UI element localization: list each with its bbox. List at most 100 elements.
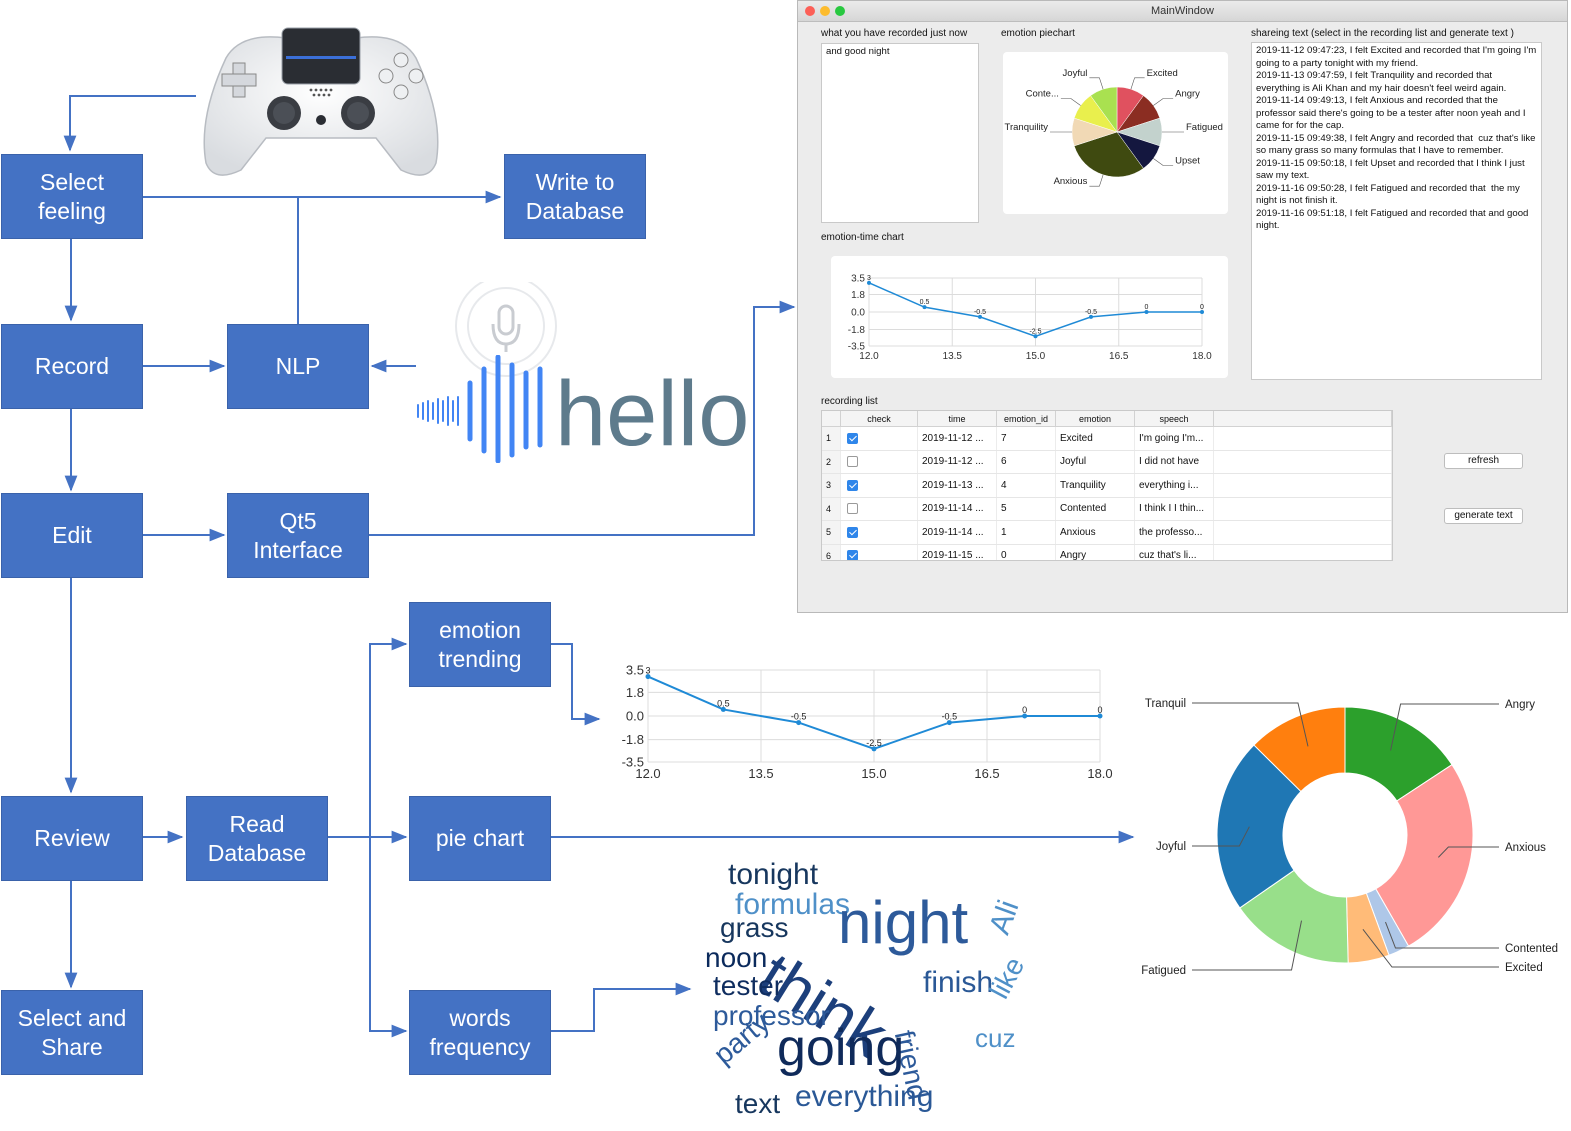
checked-checkbox-icon[interactable] (847, 432, 858, 444)
word-everything: everything (795, 1080, 934, 1113)
arrow-to-trending (369, 637, 408, 837)
row-emotion: Contented (1055, 497, 1135, 521)
row-number: 4 (822, 497, 841, 521)
read-database-box: Read Database (186, 796, 328, 881)
pie-label: Angry (1175, 88, 1200, 99)
pie-label: Tranquility (1005, 122, 1049, 133)
row-checkbox[interactable] (840, 497, 918, 521)
x-tick-label: 15.0 (1026, 351, 1046, 362)
row-emotion-id: 7 (996, 426, 1056, 451)
y-tick-label: -3.5 (848, 342, 866, 353)
row-number: 5 (822, 520, 841, 545)
arrow-controller-to-select (63, 95, 196, 152)
row-emotion-id: 6 (996, 450, 1056, 474)
donut-leader-line (1192, 826, 1250, 847)
col-header-emotion-id[interactable]: emotion_id (996, 411, 1056, 427)
window-titlebar: MainWindow (798, 1, 1567, 22)
x-tick-label: 12.0 (859, 351, 879, 362)
col-header-emotion[interactable]: emotion (1055, 411, 1135, 427)
pie-label: Fatigued (1186, 122, 1223, 133)
pie-label: Conte... (1026, 88, 1059, 99)
read-database-label: Read Database (207, 810, 307, 866)
data-label: -2.5 (1029, 328, 1041, 335)
close-icon[interactable] (805, 6, 815, 16)
row-checkbox[interactable] (840, 450, 918, 474)
row-checkbox[interactable] (840, 520, 918, 545)
record-label: Record (34, 353, 110, 380)
select-share-box: Select and Share (1, 990, 143, 1075)
x-tick-label: 18.0 (1087, 766, 1112, 781)
edit-box: Edit (1, 493, 143, 578)
word-tonight: tonight (728, 858, 819, 891)
y-tick-label: 1.8 (626, 685, 644, 700)
row-time: 2019-11-13 ... (917, 473, 997, 498)
row-number: 1 (822, 426, 841, 451)
word-ali: Ali (983, 895, 1026, 939)
data-label: 3 (645, 666, 650, 676)
word-cuz: cuz (975, 1023, 1016, 1053)
data-point (922, 305, 927, 310)
row-checkbox[interactable] (840, 473, 918, 498)
row-speech: everything i... (1134, 473, 1214, 498)
qt-main-window: MainWindow what you have recorded just n… (797, 0, 1568, 613)
y-tick-label: 0.0 (851, 308, 865, 319)
pie-slice (1073, 131, 1144, 178)
donut-label: Tranquil (1145, 698, 1186, 710)
row-emotion: Tranquility (1055, 473, 1135, 498)
checked-checkbox-icon[interactable] (847, 550, 858, 560)
select-share-label: Select and Share (17, 1004, 127, 1060)
x-tick-label: 16.5 (1109, 351, 1129, 362)
data-label: 0 (1145, 304, 1149, 311)
word-night: night (838, 889, 969, 956)
word-tester: tester (713, 970, 784, 1001)
donut-leader-line (1192, 702, 1309, 747)
donut-leader-line (1390, 703, 1499, 751)
donut-leader-line (1192, 920, 1303, 971)
recorded-textbox[interactable]: and good night (821, 43, 979, 223)
unchecked-checkbox-icon[interactable] (847, 456, 858, 468)
recording-table[interactable]: check time emotion_id emotion speech 1 20… (821, 410, 1393, 561)
y-tick-label: 1.8 (851, 290, 865, 301)
data-point (720, 706, 726, 712)
window-title: MainWindow (1151, 5, 1214, 17)
write-database-box: Write to Database (504, 154, 646, 239)
minimize-icon[interactable] (820, 6, 830, 16)
generate-text-button[interactable]: generate text (1444, 508, 1523, 524)
row-emotion-id: 0 (996, 544, 1056, 560)
write-database-label: Write to Database (525, 168, 625, 224)
checked-checkbox-icon[interactable] (847, 526, 858, 538)
data-label: 0.5 (920, 299, 930, 306)
row-checkbox[interactable] (840, 426, 918, 451)
arrow-trending-to-chart (550, 643, 601, 726)
col-header-check[interactable]: check (840, 411, 918, 427)
col-header-time[interactable]: time (917, 411, 997, 427)
data-point (978, 314, 982, 319)
word-text: text (735, 1088, 781, 1119)
row-emotion-id: 4 (996, 473, 1056, 498)
sharing-textbox[interactable]: 2019-11-12 09:47:23, I felt Excited and … (1251, 42, 1542, 380)
data-label: 0 (1200, 304, 1204, 311)
row-time: 2019-11-12 ... (917, 426, 997, 451)
row-filler (1213, 450, 1392, 474)
col-header-filler (1213, 411, 1392, 427)
unchecked-checkbox-icon[interactable] (847, 503, 858, 515)
refresh-button[interactable]: refresh (1444, 453, 1523, 469)
col-header-speech[interactable]: speech (1134, 411, 1214, 427)
word-formulas: formulas (735, 888, 851, 921)
checked-checkbox-icon[interactable] (847, 479, 858, 491)
x-tick-label: 18.0 (1192, 351, 1212, 362)
maximize-icon[interactable] (835, 6, 845, 16)
edit-label: Edit (52, 522, 92, 549)
data-point (1033, 334, 1038, 339)
word-going: going (777, 1019, 905, 1077)
row-checkbox[interactable] (840, 544, 918, 560)
